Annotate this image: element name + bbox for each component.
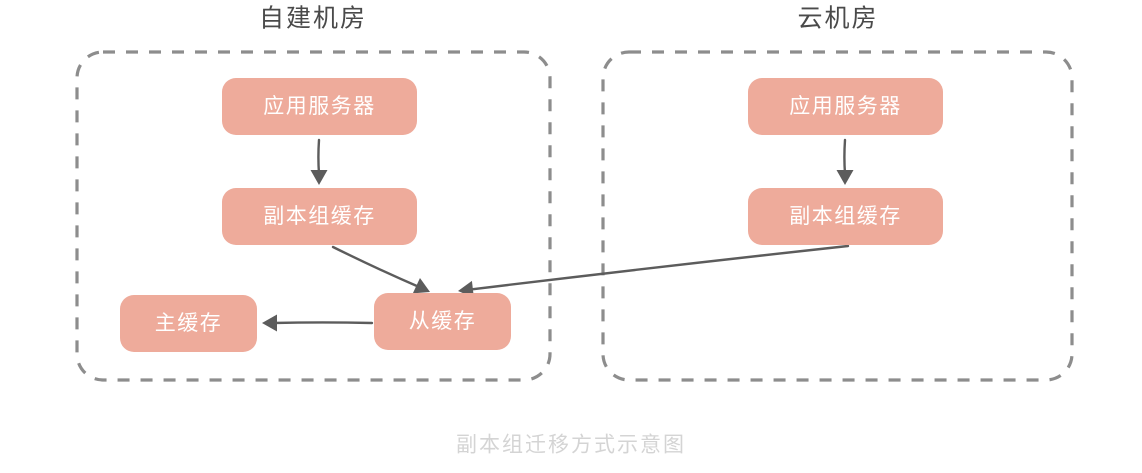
node-onprem-replica-cache[interactable]: 副本组缓存 <box>222 188 417 245</box>
node-box-cloud-app-server[interactable] <box>748 78 943 135</box>
zone-border-cloud <box>601 50 1074 382</box>
edge-onprem-replica-to-slave <box>331 245 430 294</box>
node-onprem-slave-cache[interactable]: 从缓存 <box>374 293 511 350</box>
zone-border-on-premise <box>75 50 552 382</box>
zone-title-on-premise: 自建机房 <box>259 5 367 33</box>
node-cloud-replica-cache[interactable]: 副本组缓存 <box>748 188 943 245</box>
edge-line <box>271 321 374 325</box>
edge-arrowhead <box>412 277 430 294</box>
edge-line <box>843 138 847 176</box>
edge-line <box>467 244 850 291</box>
zone-on-premise: 自建机房 <box>75 5 552 382</box>
node-label-onprem-app-server: 应用服务器 <box>263 95 376 118</box>
node-box-cloud-replica-cache[interactable] <box>748 188 943 245</box>
edge-arrowhead <box>310 170 328 185</box>
node-cloud-app-server[interactable]: 应用服务器 <box>748 78 943 135</box>
node-box-onprem-master-cache[interactable] <box>120 295 257 352</box>
edge-onprem-app-to-replica <box>310 138 328 185</box>
node-onprem-app-server[interactable]: 应用服务器 <box>222 78 417 135</box>
zones-layer: 自建机房 云机房 <box>75 5 1074 382</box>
edge-line <box>331 245 422 289</box>
zone-title-cloud: 云机房 <box>797 5 878 33</box>
edge-cloud-app-to-replica <box>836 138 854 185</box>
edge-slave-to-master <box>262 314 374 332</box>
node-label-cloud-replica-cache: 副本组缓存 <box>789 205 902 228</box>
node-label-onprem-replica-cache: 副本组缓存 <box>263 205 376 228</box>
edge-cloud-replica-to-onprem-slave <box>458 244 850 298</box>
node-box-onprem-replica-cache[interactable] <box>222 188 417 245</box>
node-label-cloud-app-server: 应用服务器 <box>789 95 902 118</box>
edge-arrowhead <box>836 170 854 185</box>
edges-layer <box>262 138 854 332</box>
node-label-onprem-master-cache: 主缓存 <box>155 312 223 335</box>
node-box-onprem-slave-cache[interactable] <box>374 293 511 350</box>
node-onprem-master-cache[interactable]: 主缓存 <box>120 295 257 352</box>
node-box-onprem-app-server[interactable] <box>222 78 417 135</box>
diagram-caption: 副本组迁移方式示意图 <box>456 434 686 457</box>
edge-arrowhead <box>262 314 277 332</box>
zone-cloud: 云机房 <box>601 5 1074 382</box>
node-label-onprem-slave-cache: 从缓存 <box>409 310 477 333</box>
edge-line <box>317 138 321 176</box>
